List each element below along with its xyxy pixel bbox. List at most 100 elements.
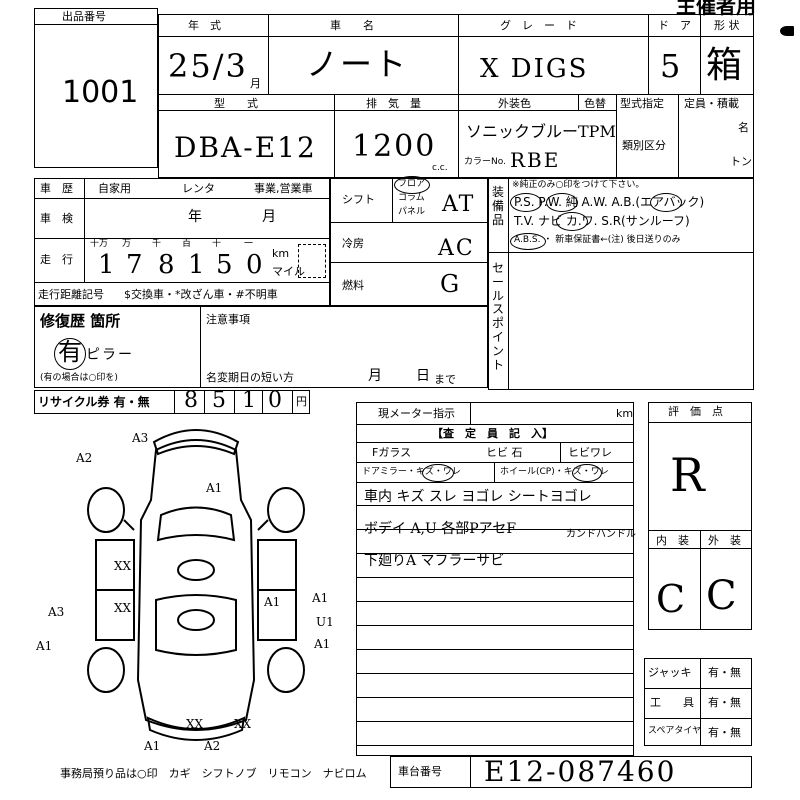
col-grade: グ レ ー ド — [500, 19, 577, 32]
accessories-block — [644, 658, 752, 746]
cc-unit: c.c. — [432, 163, 448, 173]
lot-label: 出品番号 — [62, 10, 106, 23]
doors-value: 5 — [660, 47, 683, 85]
ac-label: 冷房 — [342, 237, 364, 250]
chassis-label: 車台番号 — [398, 765, 442, 778]
capacity-label: 定員・積載 — [684, 97, 739, 110]
accessory-label: スペアタイヤ — [648, 726, 702, 736]
col-year: 年 式 — [188, 19, 221, 32]
model-value: DBA-E12 — [174, 131, 317, 164]
recycle-label: リサイクル券 有・無 — [38, 395, 150, 409]
damage-mark: A3 — [47, 605, 64, 619]
damage-mark: A1 — [313, 637, 330, 651]
recycle-digit: 0 — [268, 388, 284, 413]
color-no-value: RBE — [510, 148, 561, 172]
digit-unit: 十万 — [90, 239, 109, 249]
shift-label: シフト — [342, 193, 375, 206]
mirror-label: ドアミラー・キズ・ワレ — [362, 467, 461, 477]
usage-option-rental: レンタ — [182, 182, 215, 195]
year-month-unit: 月 — [250, 77, 261, 90]
equipment-row-2: T.V. ナビ カ.ワ. S.R(サンルーフ) — [514, 214, 690, 228]
damage-mark: A3 — [131, 431, 148, 445]
recycle-unit: 円 — [296, 395, 307, 408]
inspection-month-unit: 月 — [262, 209, 276, 225]
meter-label: 現メーター指示 — [378, 407, 455, 420]
ab-circle — [650, 193, 682, 212]
note-line: 下廻りA マフラーサビ — [364, 553, 505, 569]
registration-label: 名変期日の短い方 — [206, 371, 294, 384]
repair-note: (有の場合は○印を) — [40, 373, 118, 383]
ps-circle — [510, 193, 542, 212]
year-value: 25/3 — [168, 47, 248, 85]
usage-option-private: 自家用 — [98, 182, 131, 195]
mileage-digits: 十万 万 千 百 十 一 1 7 8 1 5 0 — [88, 240, 268, 280]
mile-unit: マイル — [272, 265, 305, 278]
history-block — [34, 178, 330, 306]
repair-detail: ピラー — [86, 347, 134, 363]
recycle-digit: 5 — [212, 388, 228, 413]
digit-unit: 一 — [244, 239, 254, 249]
mileage-digit: 0 — [246, 250, 265, 280]
lot-number: 1001 — [62, 75, 139, 110]
repair-circle — [54, 338, 86, 370]
fuel-value: G — [440, 270, 462, 298]
shift-option-panel: パネル — [398, 207, 426, 217]
accessory-value: 有・無 — [708, 726, 741, 739]
damage-mark: XX — [234, 717, 252, 731]
damage-mark: XX — [114, 601, 132, 615]
exterior-color-label: 外装色 — [498, 97, 531, 110]
sheet-title: 主催者用 — [676, 0, 756, 18]
exterior-color-value: ソニックブルーTPM — [466, 122, 616, 141]
damage-mark: A1 — [36, 639, 52, 653]
damage-mark: A1 — [205, 481, 222, 495]
shift-option-column: コラム — [398, 193, 425, 203]
recycle-digit: 8 — [184, 388, 200, 413]
accessory-label: 工 具 — [650, 696, 694, 709]
digit-unit: 万 — [122, 239, 132, 249]
col-name: 車 名 — [330, 19, 374, 32]
mileage-digit: 1 — [98, 250, 117, 280]
inspection-label: 車 検 — [40, 212, 73, 225]
mirror-circle — [422, 464, 454, 482]
vehicle-name: ノート — [306, 45, 409, 83]
wheel-label: ホイール(CP)・キズ・ワレ — [500, 467, 609, 477]
usage-option-business: 事業,営業車 — [254, 182, 313, 195]
interior-label: 内 装 — [656, 534, 689, 547]
model-label: 型 式 — [214, 97, 258, 110]
exterior-grade: C — [706, 573, 739, 619]
damage-mark: A2 — [203, 739, 220, 753]
wheel-circle — [572, 464, 602, 482]
col-shape: 形 状 — [714, 19, 740, 32]
corner-mark — [780, 26, 794, 36]
digit-unit: 十 — [212, 239, 222, 249]
registration-until: まで — [434, 373, 456, 386]
abs-circle — [510, 233, 546, 250]
digit-unit: 百 — [182, 239, 192, 249]
damage-mark: XX — [114, 559, 132, 573]
grade-value: X DIGS — [480, 54, 589, 84]
capacity-persons-unit: 名 — [738, 121, 749, 134]
ac-value: AC — [438, 236, 475, 261]
note-line: 車内 キズ スレ ヨゴレ シートヨゴレ — [364, 489, 592, 505]
fuel-label: 燃料 — [342, 279, 364, 292]
note-lines — [356, 482, 634, 756]
usage-label: 車 歴 — [40, 182, 73, 195]
glass-crack: ヒビワレ — [568, 446, 612, 459]
equipment-note: ※純正のみ○印をつけて下さい。 — [512, 180, 645, 190]
mileage-digit: 5 — [216, 250, 235, 280]
selected-circle — [394, 176, 430, 194]
class-label: 類別区分 — [622, 139, 666, 152]
navi-circle — [556, 212, 588, 231]
digit-unit: 千 — [152, 239, 162, 249]
displacement-label: 排 気 量 — [366, 97, 421, 110]
mileage-unit-box — [298, 244, 326, 278]
displacement-value: 1200 — [352, 129, 437, 164]
lot-box — [34, 8, 158, 168]
shift-value: AT — [442, 192, 476, 217]
exterior-label: 外 装 — [708, 534, 741, 547]
accessory-value: 有・無 — [708, 696, 741, 709]
note-line: カンドハンドル — [566, 529, 636, 540]
inspector-header: 【査 定 員 記 入】 — [432, 427, 553, 440]
km-unit: km — [272, 247, 290, 260]
glass-options: ヒビ 石 — [486, 446, 523, 459]
